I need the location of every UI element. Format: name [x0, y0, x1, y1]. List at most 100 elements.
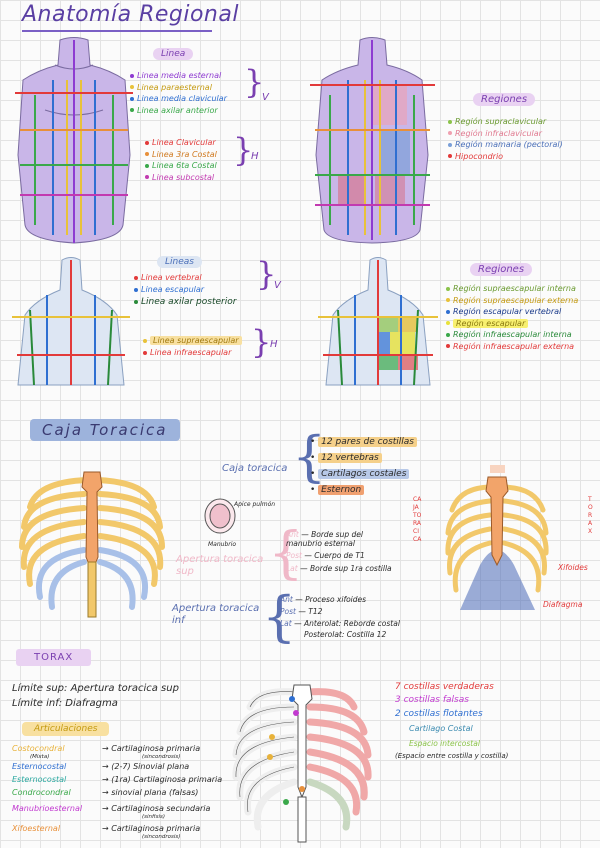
- v-label-2: V: [274, 280, 281, 291]
- torax-skeleton-figure: [232, 684, 372, 843]
- costillas-list: 7 costillas verdaderas 3 costillas falsa…: [395, 681, 508, 761]
- page-title: Anatomía Regional: [22, 2, 239, 27]
- regiones-pill-2: Regiones: [470, 263, 533, 276]
- caja-toracica-vertical-label: CAJA TORACICA: [413, 496, 422, 543]
- regiones-list-1: Región supraclavicular Región infraclavi…: [448, 116, 563, 162]
- bullet-icon: [134, 275, 138, 280]
- list-item: (Espacio entre costilla y costilla): [395, 752, 509, 760]
- title-underline: [22, 30, 212, 32]
- bullet-icon: [446, 298, 450, 302]
- list-item: Espacio intercostal: [409, 739, 480, 748]
- v-brace-2: }: [256, 255, 277, 293]
- bullet-icon: [446, 309, 450, 314]
- bullet-icon: [130, 85, 134, 89]
- list-item: Región supraescapular externa: [446, 295, 578, 307]
- apice-label: Apice pulmón: [234, 501, 276, 508]
- articulaciones-pill: Articulaciones: [22, 722, 110, 736]
- list-item: 3 costillas falsas: [395, 695, 469, 705]
- list-item: Xifoesternal → Cartilaginosa primaria(si…: [12, 824, 201, 840]
- h-lines-list-2: Linea supraescapular Linea infraescapula…: [143, 335, 242, 359]
- list-item: Linea Clavicular: [145, 137, 217, 149]
- list-item: Lat — Anterolat: Reborde costal: [280, 619, 400, 628]
- torax-pill: TORAX: [16, 649, 92, 666]
- bullet-icon: [134, 299, 138, 304]
- list-item: Cartilago Costal: [409, 724, 473, 733]
- list-item: Linea axilar anterior: [130, 105, 227, 117]
- regiones-list-2: Región supraescapular interna Región sup…: [446, 283, 578, 352]
- manubrio-label: Manubrio: [208, 541, 237, 548]
- v-lines-list-2: Linea vertebral Linea escapular Linea ax…: [134, 272, 236, 308]
- limite-sup: Límite sup: Apertura toracica sup: [12, 683, 179, 694]
- bullet-icon: [448, 119, 452, 124]
- caja-toracica-label: Caja toracica: [222, 463, 288, 474]
- list-item: Ant — Borde sup del manubrio esternal: [286, 530, 363, 548]
- bullet-icon: [143, 350, 147, 355]
- h-label-1: H: [251, 151, 259, 162]
- list-item: Linea media esternal: [130, 70, 227, 82]
- apertura-sup-list: Ant — Borde sup del manubrio esternal Po…: [286, 530, 392, 574]
- bullet-icon: [130, 96, 134, 101]
- list-item: Lat — Borde sup 1ra costilla: [286, 564, 392, 573]
- bullet-icon: [134, 287, 138, 292]
- bullet-icon: [130, 108, 134, 112]
- h-brace-1: }: [233, 131, 254, 169]
- list-item: Post — T12: [280, 607, 323, 616]
- list-item: Linea 6ta Costal: [145, 160, 217, 172]
- lineas-pill-2: Lineas: [157, 256, 202, 268]
- list-item: Región supraescapular interna: [446, 283, 578, 295]
- rib-cage-figure: [19, 471, 165, 618]
- bullet-icon: [446, 332, 450, 337]
- bullet-icon: [446, 286, 450, 291]
- bullet-icon: [446, 321, 450, 325]
- apertura-sup-label: Apertura toracica sup: [176, 554, 264, 577]
- bullet-icon: [130, 73, 134, 78]
- list-item: Post — Cuerpo de T1: [286, 551, 365, 560]
- list-item: Región escapular: [446, 318, 578, 330]
- caja-items-list: • 12 pares de costillas • 12 vertebras •…: [310, 434, 417, 498]
- bullet-icon: [448, 142, 452, 147]
- list-item: Linea paraesternal: [130, 82, 227, 94]
- list-item: Región infraescapular interna: [446, 329, 578, 341]
- posterior-regions-figure: [318, 257, 438, 386]
- articulaciones-list: Costocondral(Mixta) → Cartilaginosa prim…: [12, 744, 222, 842]
- h-lines-list-1: Linea Clavicular Linea 3ra Costal Linea …: [145, 137, 217, 183]
- bullet-icon: [145, 175, 149, 179]
- list-item: Linea media clavicular: [130, 93, 227, 105]
- list-item: Región infraescapular externa: [446, 341, 578, 353]
- anterior-regions-figure: [310, 37, 435, 244]
- caja-toracica-pill: Caja Toracica: [30, 419, 180, 441]
- list-item: Posterolat: Costilla 12: [304, 630, 387, 639]
- lineas-pill-1: Linea: [153, 48, 194, 60]
- list-item: Manubrioesternal → Cartilaginosa secunda…: [12, 804, 211, 820]
- list-item: • Cartilagos costales: [310, 466, 417, 482]
- list-item: Esternocostal → (2-7) Sinovial plana: [12, 762, 190, 771]
- list-item: Costocondral(Mixta) → Cartilaginosa prim…: [12, 744, 201, 760]
- h-label-2: H: [270, 339, 278, 350]
- list-item: Linea infraescapular: [143, 347, 242, 359]
- list-item: Región escapular vertebral: [446, 306, 578, 318]
- ap-inf-brace: {: [262, 585, 297, 648]
- list-item: Ant — Proceso xifoides: [280, 595, 367, 604]
- bullet-icon: [145, 152, 149, 156]
- list-item: Región infraclavicular: [448, 128, 563, 140]
- torax-vertical-label: TORAX: [588, 496, 593, 535]
- diafragma-label: Diafragma: [543, 600, 583, 609]
- xifoides-label: Xifoides: [558, 563, 588, 572]
- rib-cage-right-figure: [445, 465, 549, 610]
- apertura-inf-label: Apertura toracica inf: [172, 603, 260, 626]
- list-item: Condrocondral → sinovial plana (falsas): [12, 788, 199, 797]
- list-item: Linea escapular: [134, 284, 236, 296]
- list-item: Linea 3ra Costal: [145, 149, 217, 161]
- bullet-icon: [448, 154, 452, 158]
- v-label-1: V: [262, 92, 269, 103]
- list-item: Linea subcostal: [145, 172, 217, 184]
- posterior-torso-figure: [12, 257, 130, 386]
- bullet-icon: [448, 131, 452, 135]
- list-item: Región mamaria (pectoral): [448, 139, 563, 151]
- list-item: • 12 pares de costillas: [310, 434, 417, 450]
- limite-inf: Límite inf: Diafragma: [12, 698, 118, 709]
- list-item: • 12 vertebras: [310, 450, 417, 466]
- v-lines-list-1: Linea media esternal Linea paraesternal …: [130, 70, 227, 116]
- ap-sup-brace: {: [268, 521, 304, 586]
- anterior-torso-figure: [15, 37, 133, 244]
